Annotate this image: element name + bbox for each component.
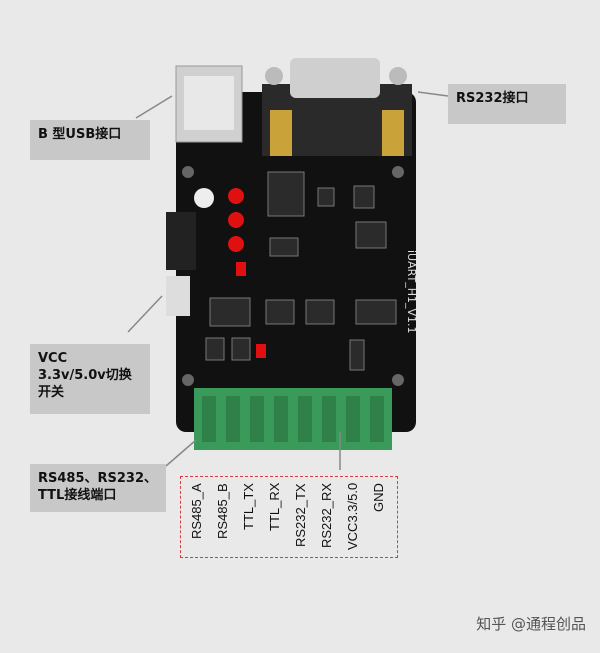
label-usb: B 型USB接口: [30, 120, 150, 160]
terminal-slot: [274, 396, 288, 442]
terminal-slots: [202, 396, 384, 442]
terminal-slot: [202, 396, 216, 442]
pin-label: VCC3.3/5.0: [345, 483, 360, 551]
ic-chip: [269, 237, 299, 257]
ic-chip: [317, 187, 335, 207]
ic-chip: [205, 337, 225, 361]
usb-b-port: [184, 76, 234, 130]
pin-label: RS232_RX: [319, 483, 334, 549]
led-indicator: [228, 188, 244, 204]
ic-chip: [305, 299, 335, 325]
db9-screw-right: [389, 67, 407, 85]
terminal-slot: [298, 396, 312, 442]
mount-hole: [392, 374, 404, 386]
watermark: 知乎 @通程创品: [476, 615, 586, 633]
terminal-block: [194, 388, 392, 450]
pointer-line-usb: [135, 95, 173, 119]
terminal-slot: [226, 396, 240, 442]
led-indicator: [228, 212, 244, 228]
pin-label: TTL_RX: [267, 483, 282, 532]
resistor: [236, 262, 246, 276]
pin-label: RS485_B: [215, 483, 230, 539]
pin-label: RS485_A: [189, 483, 204, 539]
pointer-line-ports: [165, 439, 197, 467]
side-block: [166, 212, 196, 270]
mount-hole: [392, 166, 404, 178]
terminal-slot: [346, 396, 360, 442]
db9-bracket-left: [270, 110, 292, 156]
pin-label: GND: [371, 483, 386, 512]
ic-chip: [355, 221, 387, 249]
resistor: [256, 344, 266, 358]
label-ports: RS485、RS232、 TTL接线端口: [30, 464, 166, 512]
pointer-line-rs232: [417, 91, 449, 97]
ic-chip: [267, 171, 305, 217]
capacitor: [194, 188, 214, 208]
pin-label: TTL_TX: [241, 483, 256, 530]
pin-label: RS232_TX: [293, 483, 308, 547]
led-indicator: [228, 236, 244, 252]
terminal-slot: [370, 396, 384, 442]
mount-hole: [182, 374, 194, 386]
ic-chip: [231, 337, 251, 361]
vcc-switch: [166, 276, 190, 316]
terminal-slot: [250, 396, 264, 442]
db9-shell: [290, 58, 380, 98]
ic-chip: [209, 297, 251, 327]
terminal-slot: [322, 396, 336, 442]
ic-chip: [353, 185, 375, 209]
db9-screw-left: [265, 67, 283, 85]
ic-chip: [355, 299, 397, 325]
mount-hole: [182, 166, 194, 178]
ic-chip: [265, 299, 295, 325]
board-name-silk: iUART_H1_V1.1: [405, 250, 418, 333]
label-rs232: RS232接口: [448, 84, 566, 124]
pin-label-box: GND VCC3.3/5.0 RS232_RX RS232_TX TTL_RX TTL_T…: [180, 476, 398, 558]
db9-bracket-right: [382, 110, 404, 156]
label-vcc-switch: VCC 3.3v/5.0v切换 开关: [30, 344, 150, 414]
ic-chip: [349, 339, 365, 371]
pointer-line-vcc: [127, 295, 163, 333]
